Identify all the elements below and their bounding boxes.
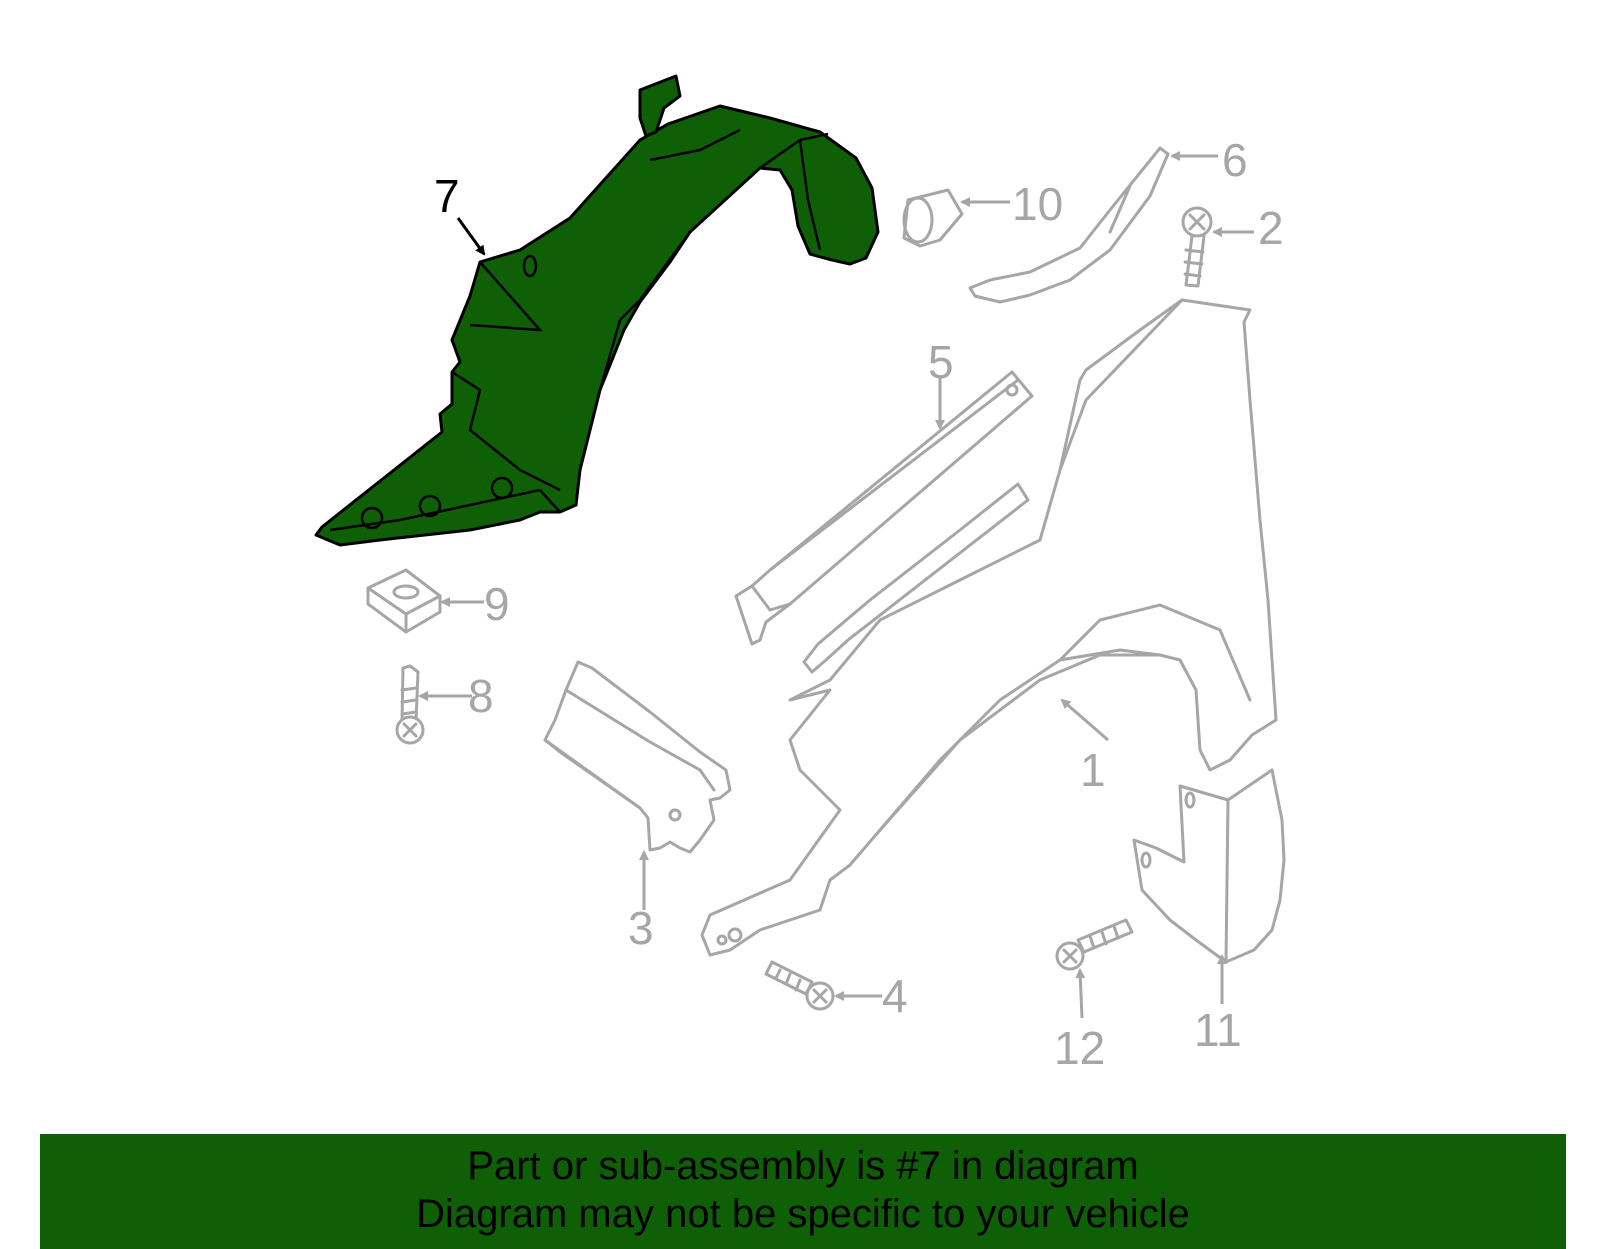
info-banner: Part or sub-assembly is #7 in diagram Di… [40, 1134, 1566, 1249]
nut-part [366, 568, 442, 634]
callout-6: 6 [1222, 134, 1248, 186]
callout-4: 4 [882, 970, 908, 1022]
callout-11: 11 [1194, 1004, 1242, 1056]
fender-part [700, 298, 1278, 957]
callout-2: 2 [1258, 202, 1284, 254]
callout-12: 12 [1054, 1022, 1105, 1074]
seal-part [968, 146, 1170, 304]
clip-part [902, 188, 964, 248]
banner-disclaimer: Diagram may not be specific to your vehi… [416, 1192, 1190, 1236]
mud-flap-part [1132, 768, 1286, 964]
callout-5: 5 [928, 336, 954, 388]
fender-liner-part [314, 74, 880, 547]
screw-part [1181, 206, 1213, 288]
banner-part-note: Part or sub-assembly is #7 in diagram [467, 1144, 1139, 1188]
callout-1: 1 [1080, 744, 1106, 796]
upper-rail-part [734, 370, 1034, 674]
callout-3: 3 [628, 902, 654, 954]
screw-12-part [1055, 918, 1134, 971]
callout-10: 10 [1012, 178, 1063, 230]
callout-8: 8 [468, 670, 494, 722]
callout-9: 9 [484, 578, 510, 630]
callout-7: 7 [434, 170, 460, 222]
front-bracket-part [543, 660, 732, 854]
bolt-part [764, 960, 835, 1011]
bolt-8-part [395, 664, 425, 745]
leader-lines [418, 151, 1254, 1019]
